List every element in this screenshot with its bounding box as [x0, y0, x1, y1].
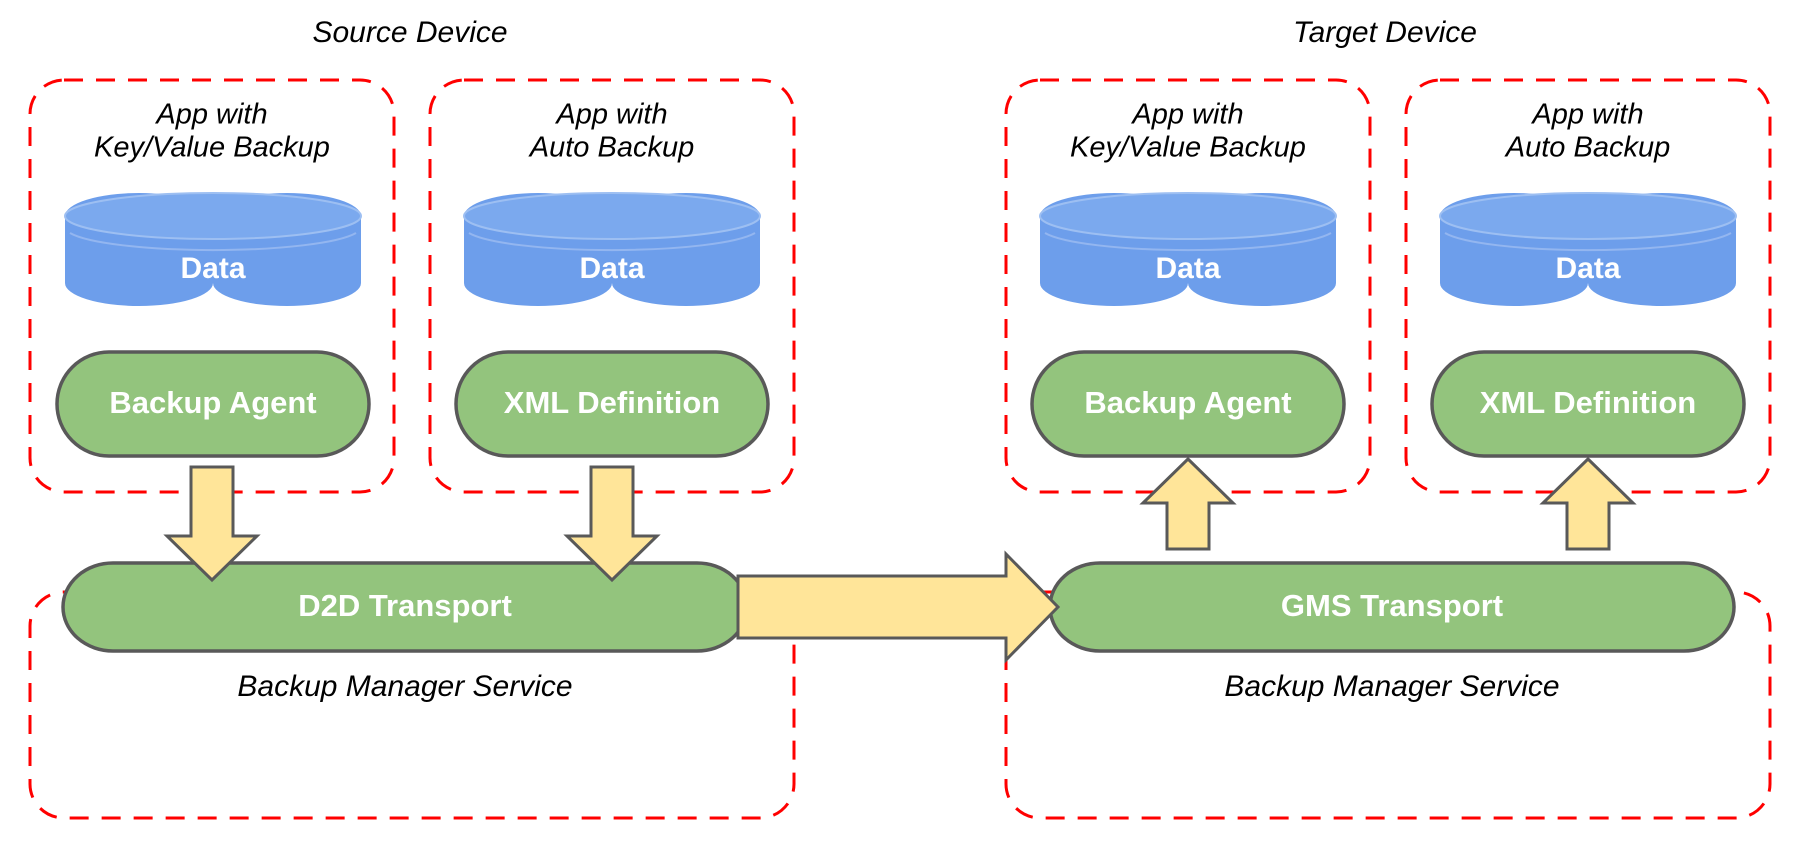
app-dashed-border	[1404, 78, 1772, 494]
app-container-target-auto: App with Auto Backup Data XML Definition	[1404, 78, 1772, 494]
app-dashed-border	[428, 78, 796, 494]
app-container-source-kv: App with Key/Value Backup Data Backup Ag…	[28, 78, 396, 494]
app-dashed-border	[1004, 78, 1372, 494]
mechanism-node-shape[interactable]	[1430, 350, 1746, 458]
database-label: Data	[579, 252, 644, 285]
app-title-line2: Key/Value Backup	[1070, 132, 1306, 164]
database-label: Data	[180, 252, 245, 285]
flow-arrow-right-transport	[736, 550, 1061, 664]
app-title-line2: Auto Backup	[1504, 132, 1670, 164]
app-title-line1: App with	[1530, 99, 1643, 131]
flow-arrow-down-backup-agent	[163, 465, 261, 583]
service-label: Backup Manager Service	[237, 670, 572, 703]
app-title-line2: Auto Backup	[528, 132, 694, 164]
mechanism-node-shape[interactable]	[55, 350, 371, 458]
mechanism-node-backup-agent[interactable]: Backup Agent	[1030, 350, 1346, 458]
mechanism-node-label: XML Definition	[504, 385, 720, 420]
database-cylinder-icon: Data	[463, 192, 761, 306]
database-cylinder-icon: Data	[1039, 192, 1337, 306]
flow-arrow-down-xml-definition	[563, 465, 661, 583]
mechanism-node-label: XML Definition	[1480, 385, 1696, 420]
transport-node-d2d[interactable]: D2D Transport	[61, 561, 749, 653]
database-label: Data	[1555, 252, 1620, 285]
app-title-line1: App with	[154, 99, 267, 131]
target-device-title: Target Device	[1293, 16, 1477, 49]
mechanism-node-label: Backup Agent	[1084, 385, 1291, 420]
mechanism-node-shape[interactable]	[454, 350, 770, 458]
app-title-line2: Key/Value Backup	[94, 132, 330, 164]
flow-arrow-up-xml-definition	[1539, 456, 1637, 551]
app-container-target-kv: App with Key/Value Backup Data Backup Ag…	[1004, 78, 1372, 494]
mechanism-node-xml-definition[interactable]: XML Definition	[454, 350, 770, 458]
transport-node-label: D2D Transport	[298, 588, 512, 623]
transport-node-gms[interactable]: GMS Transport	[1048, 561, 1736, 653]
app-title-line1: App with	[554, 99, 667, 131]
database-cylinder-icon: Data	[1439, 192, 1737, 306]
mechanism-node-shape[interactable]	[1030, 350, 1346, 458]
source-device-title: Source Device	[312, 16, 507, 49]
app-container-source-auto: App with Auto Backup Data XML Definition	[428, 78, 796, 494]
service-container-target: GMS Transport Backup Manager Service	[1004, 561, 1772, 820]
service-label: Backup Manager Service	[1224, 670, 1559, 703]
service-container-source: D2D Transport Backup Manager Service	[28, 561, 796, 820]
transport-node-label: GMS Transport	[1281, 588, 1503, 623]
app-title-line1: App with	[1130, 99, 1243, 131]
mechanism-node-xml-definition[interactable]: XML Definition	[1430, 350, 1746, 458]
flow-arrow-up-backup-agent	[1139, 456, 1237, 551]
database-cylinder-icon: Data	[64, 192, 362, 306]
app-dashed-border	[28, 78, 396, 494]
database-label: Data	[1155, 252, 1220, 285]
mechanism-node-backup-agent[interactable]: Backup Agent	[55, 350, 371, 458]
mechanism-node-label: Backup Agent	[109, 385, 316, 420]
